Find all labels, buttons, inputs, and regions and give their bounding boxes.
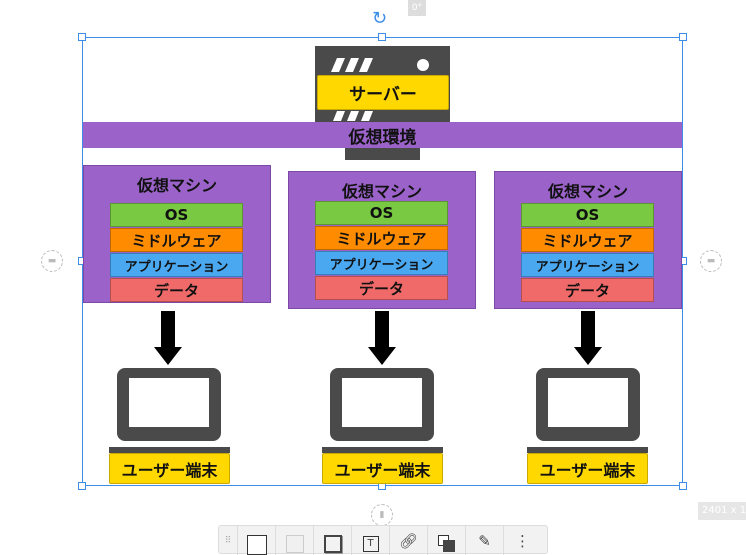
arrow-down-icon: [154, 311, 182, 367]
edit-icon: ✎: [478, 531, 491, 550]
monitor-icon: [536, 368, 640, 441]
virtual-machine-1: 仮想マシン OS ミドルウェア アプリケーション データ: [83, 165, 271, 303]
monitor-stand: [527, 447, 648, 453]
drag-handle-icon[interactable]: ⠿: [224, 535, 232, 546]
monitor-stand: [109, 447, 230, 453]
arrange-button[interactable]: [427, 526, 465, 555]
resize-handle-se[interactable]: [679, 482, 687, 490]
text-box-button[interactable]: T: [351, 526, 389, 555]
edit-style-button[interactable]: ✎: [465, 526, 503, 555]
resize-handle-sw[interactable]: [78, 482, 86, 490]
arrow-down-icon: [368, 311, 396, 367]
layer-application: アプリケーション: [110, 253, 243, 277]
fill-color-button[interactable]: [237, 526, 275, 555]
link-icon: 🔗︎: [398, 531, 419, 550]
rotate-icon[interactable]: ↻: [372, 8, 388, 29]
layer-middleware: ミドルウェア: [315, 226, 448, 250]
user-device-label: ユーザー端末: [527, 453, 648, 484]
arrange-icon: [437, 534, 456, 553]
link-button[interactable]: 🔗︎: [389, 526, 427, 555]
fill-color-icon: [246, 534, 267, 555]
shadow-button[interactable]: [313, 526, 351, 555]
vm-title: 仮想マシン: [547, 182, 628, 201]
arrow-down-icon: [574, 311, 602, 367]
border-style-button[interactable]: [275, 526, 313, 555]
layer-middleware: ミドルウェア: [521, 228, 654, 252]
monitor-stand: [322, 447, 443, 453]
layer-os: OS: [315, 201, 448, 225]
resize-handle-n[interactable]: [378, 33, 386, 41]
rotation-badge: 0°: [408, 0, 426, 16]
resize-handle-ne[interactable]: [679, 33, 687, 41]
more-icon: ⋮: [515, 531, 530, 550]
layer-application: アプリケーション: [315, 251, 448, 275]
vm-title: 仮想マシン: [341, 182, 422, 201]
connector-handle-bottom[interactable]: ▮: [371, 504, 393, 526]
virtualization-layer: 仮想環境: [83, 122, 682, 148]
shape-toolbar: ⠿ T 🔗︎ ✎ ⋮: [218, 525, 548, 555]
user-device-label: ユーザー端末: [322, 453, 443, 484]
layer-os: OS: [521, 203, 654, 227]
monitor-icon: [117, 368, 221, 441]
server-base: [345, 148, 420, 160]
virtual-machine-2: 仮想マシン OS ミドルウェア アプリケーション データ: [288, 171, 476, 309]
vm-title: 仮想マシン: [136, 176, 217, 195]
layer-os: OS: [110, 203, 243, 227]
shadow-icon: [323, 534, 342, 553]
size-badge: 2401 x 17: [698, 502, 746, 520]
border-icon: [285, 534, 304, 553]
virtual-machine-3: 仮想マシン OS ミドルウェア アプリケーション データ: [494, 171, 682, 309]
monitor-icon: [330, 368, 434, 441]
layer-data: データ: [521, 278, 654, 302]
connector-handle-left[interactable]: ▬: [41, 250, 63, 272]
user-device-label: ユーザー端末: [109, 453, 230, 484]
layer-data: データ: [110, 278, 243, 302]
text-icon: T: [362, 535, 379, 552]
more-options-button[interactable]: ⋮: [503, 526, 541, 555]
layer-application: アプリケーション: [521, 253, 654, 277]
resize-handle-nw[interactable]: [78, 33, 86, 41]
layer-middleware: ミドルウェア: [110, 228, 243, 252]
connector-handle-right[interactable]: ▬: [700, 250, 722, 272]
layer-data: データ: [315, 276, 448, 300]
server-label: サーバー: [317, 75, 449, 110]
